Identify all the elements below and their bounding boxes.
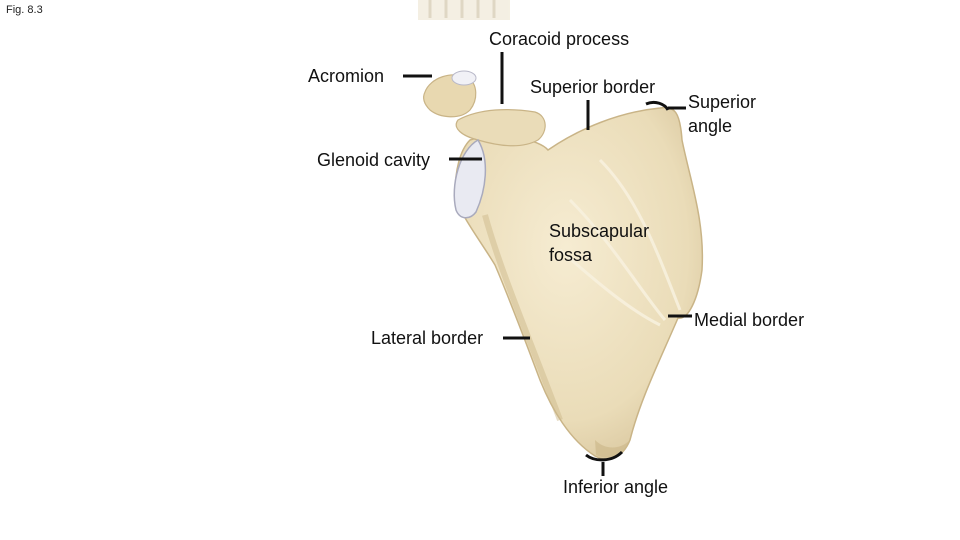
scapula-body (454, 106, 704, 460)
inferior-angle-shade (595, 440, 630, 458)
label-inferior-angle: Inferior angle (563, 477, 669, 497)
label-superior-border: Superior border (530, 77, 656, 97)
label-lateral-border: Lateral border (371, 328, 484, 348)
label-coracoid-process: Coracoid process (489, 29, 630, 49)
acromion-articular-facet (451, 70, 477, 86)
label-superior-angle-line1: Superior (688, 92, 757, 112)
leader-superior-angle (645, 100, 686, 111)
label-subscapular-fossa-line1: Subscapular (549, 221, 650, 241)
coracoid-process-shape (455, 109, 546, 147)
label-subscapular-fossa-line2: fossa (549, 245, 593, 265)
lateral-shadow (482, 214, 563, 422)
label-superior-angle-line2: angle (688, 116, 733, 136)
label-acromion: Acromion (308, 66, 385, 86)
ribcage-remnant-icon (418, 0, 510, 20)
fossa-ridges (559, 158, 682, 327)
label-glenoid-cavity: Glenoid cavity (317, 150, 431, 170)
figure-number: Fig. 8.3 (6, 4, 43, 16)
label-medial-border: Medial border (694, 310, 805, 330)
leader-inferior-angle (585, 450, 624, 476)
